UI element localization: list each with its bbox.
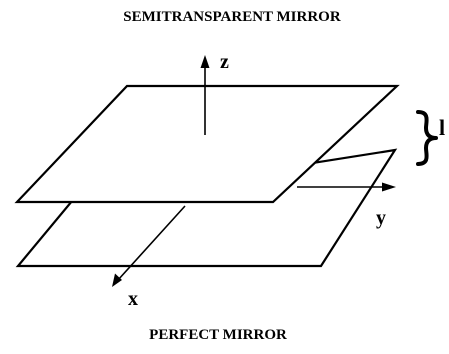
y-axis-label: y [376, 207, 386, 229]
z-axis-arrowhead [200, 55, 210, 68]
semitransparent-mirror-plane [14, 84, 400, 204]
z-axis-label: z [220, 51, 229, 73]
x-axis-label: x [128, 288, 138, 310]
x-axis-arrowhead [112, 273, 122, 287]
semitransparent-mirror-caption: SEMITRANSPARENT MIRROR [123, 9, 341, 25]
perfect-mirror-caption: PERFECT MIRROR [149, 327, 287, 343]
spacing-brace [416, 110, 438, 166]
y-axis-arrowhead [382, 182, 396, 192]
spacing-label: l [439, 115, 445, 140]
x-axis-line [117, 205, 186, 281]
